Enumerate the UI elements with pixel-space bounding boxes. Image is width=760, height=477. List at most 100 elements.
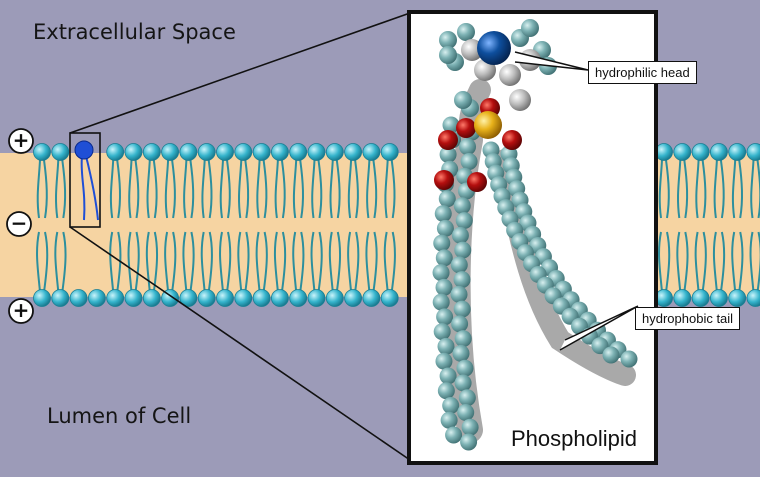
hydrogen-atom xyxy=(454,197,471,214)
oxygen-atom xyxy=(456,118,476,138)
lipid-head xyxy=(381,144,398,161)
lipid-head xyxy=(253,290,270,307)
hydrogen-atom xyxy=(445,427,462,444)
lipid-head xyxy=(235,290,252,307)
lipid-head xyxy=(34,290,51,307)
hydrophilic-head-callout: hydrophilic head xyxy=(588,61,697,84)
lipid-head xyxy=(125,144,142,161)
hydrogen-atom xyxy=(441,412,458,429)
hydrogen-atom xyxy=(438,382,455,399)
hydrogen-atom xyxy=(433,235,450,252)
lipid-head xyxy=(198,290,215,307)
hydrogen-atom xyxy=(452,227,469,244)
hydrogen-atom xyxy=(461,153,478,170)
lipid-head xyxy=(656,290,673,307)
carbon-atom xyxy=(499,64,521,86)
hydrogen-atom xyxy=(434,323,451,340)
lipid-head xyxy=(143,144,160,161)
hydrogen-atom xyxy=(436,249,453,266)
oxygen-atom xyxy=(438,130,458,150)
lipid-head xyxy=(710,290,727,307)
hydrogen-atom xyxy=(459,138,476,155)
hydrogen-atom xyxy=(435,205,452,222)
lipid-head xyxy=(34,144,51,161)
lipid-head xyxy=(729,290,746,307)
lipid-head xyxy=(656,144,673,161)
hydrogen-atom xyxy=(451,256,468,273)
lipid-head xyxy=(345,290,362,307)
lipid-head xyxy=(271,290,288,307)
hydrogen-atom xyxy=(462,419,479,436)
hydrophobic-tail-callout: hydrophobic tail xyxy=(635,307,740,330)
oxygen-atom xyxy=(502,130,522,150)
lipid-head xyxy=(308,290,325,307)
hydrogen-atom xyxy=(439,46,457,64)
hydrogen-atom xyxy=(460,434,477,451)
phosphorus-atom xyxy=(474,111,502,139)
hydrogen-atom xyxy=(435,353,452,370)
oxygen-atom xyxy=(434,170,454,190)
lipid-head xyxy=(674,144,691,161)
hydrogen-atom xyxy=(621,351,638,368)
hydrogen-atom xyxy=(433,264,450,281)
lipid-head xyxy=(710,144,727,161)
lipid-head xyxy=(125,290,142,307)
hydrogen-atom xyxy=(454,242,471,259)
hydrogen-atom xyxy=(603,347,620,364)
hydrogen-atom xyxy=(457,23,475,41)
lipid-head xyxy=(692,144,709,161)
nitrogen-atom xyxy=(477,31,511,65)
lipid-head xyxy=(692,290,709,307)
lipid-head xyxy=(326,144,343,161)
hydrogen-atom xyxy=(440,367,457,384)
charge-sign-bottom: + xyxy=(9,299,33,323)
hydrogen-atom xyxy=(436,279,453,296)
lipid-head xyxy=(143,290,160,307)
lipid-head xyxy=(729,144,746,161)
lipid-head xyxy=(107,290,124,307)
hydrogen-atom xyxy=(436,308,453,325)
lipid-head xyxy=(198,144,215,161)
hydrogen-atom xyxy=(454,301,471,318)
hydrogen-atom xyxy=(459,389,476,406)
hydrogen-atom xyxy=(455,374,472,391)
hydrogen-atom xyxy=(452,345,469,362)
hydrogen-atom xyxy=(442,397,459,414)
lipid-head xyxy=(235,144,252,161)
hydrogen-atom xyxy=(437,220,454,237)
charge-sign-middle: − xyxy=(7,212,31,236)
lipid-head xyxy=(363,144,380,161)
lipid-head xyxy=(88,290,105,307)
hydrogen-atom xyxy=(456,212,473,229)
lipid-head xyxy=(52,144,69,161)
hydrogen-atom xyxy=(433,294,450,311)
lipid-head xyxy=(674,290,691,307)
extracellular-space-label: Extracellular Space xyxy=(33,20,236,44)
hydrogen-atom xyxy=(454,91,472,109)
hydrogen-atom xyxy=(455,330,472,347)
hydrogen-atom xyxy=(521,19,539,37)
hydrogen-atom xyxy=(437,338,454,355)
lipid-head xyxy=(217,144,234,161)
lipid-head xyxy=(271,144,288,161)
hydrogen-atom xyxy=(457,404,474,421)
lipid-head xyxy=(253,144,270,161)
lipid-head xyxy=(70,290,87,307)
lipid-head xyxy=(52,290,69,307)
lipid-head xyxy=(107,144,124,161)
hydrogen-atom xyxy=(456,360,473,377)
charge-sign-top: + xyxy=(9,129,33,153)
carbon-atom xyxy=(509,89,531,111)
phospholipid-title: Phospholipid xyxy=(511,426,637,452)
lipid-head xyxy=(217,290,234,307)
lipid-head xyxy=(308,144,325,161)
hydrogen-atom xyxy=(451,286,468,303)
lipid-head xyxy=(290,144,307,161)
lipid-head xyxy=(381,290,398,307)
lipid-head xyxy=(363,290,380,307)
hydrogen-atom xyxy=(439,190,456,207)
lipid-head xyxy=(747,144,760,161)
lipid-head xyxy=(162,144,179,161)
hydrogen-atom xyxy=(451,315,468,332)
